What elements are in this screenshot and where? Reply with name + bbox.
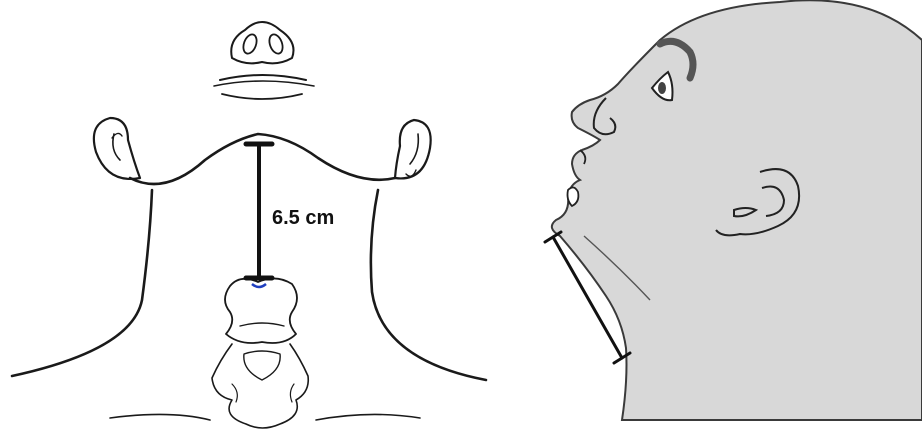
- right-ear: [395, 120, 431, 178]
- left-ear: [94, 118, 140, 179]
- measurement-label: 6.5 cm: [272, 207, 334, 229]
- clavicle-right: [316, 414, 420, 420]
- front-measurement-bar: [246, 144, 272, 287]
- clavicle-left: [110, 414, 210, 420]
- front-view: [12, 22, 486, 428]
- neck-left-side: [12, 190, 152, 376]
- nose-outline: [231, 22, 293, 63]
- thyroid-cartilage: [212, 278, 308, 428]
- lips-outline: [214, 75, 314, 99]
- neck-right-side: [371, 190, 486, 380]
- side-view: [552, 0, 922, 420]
